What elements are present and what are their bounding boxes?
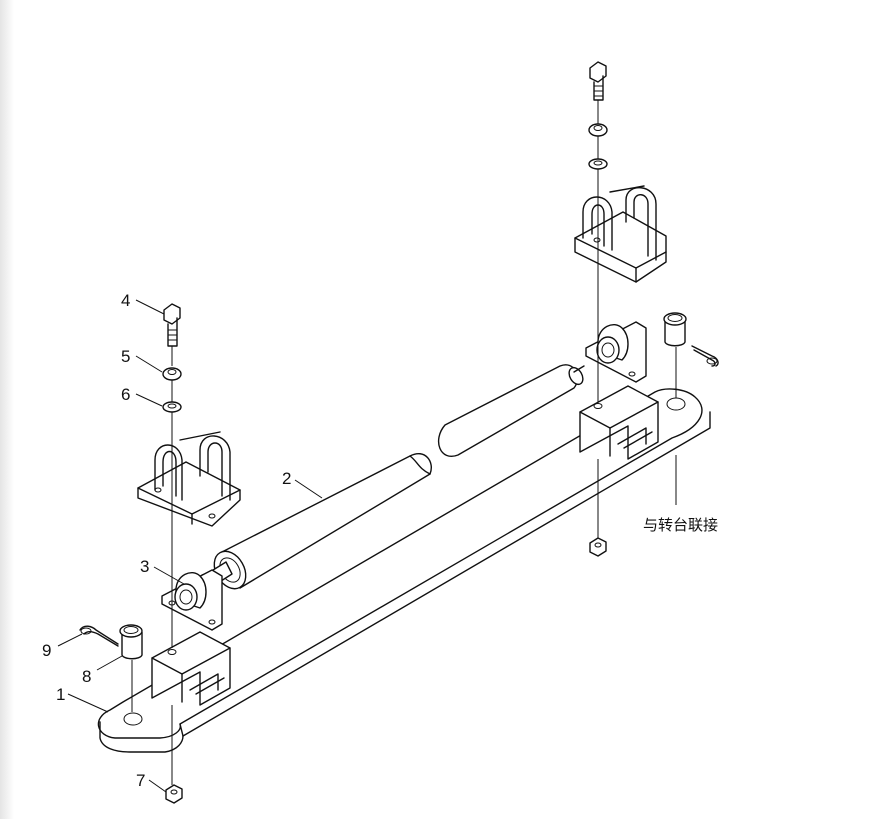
part-label-6: 6 bbox=[121, 385, 130, 404]
clamp-plate-right bbox=[574, 185, 667, 283]
channel-bracket-right bbox=[579, 385, 659, 460]
cotter-pin-left bbox=[79, 625, 119, 647]
part-label-5: 5 bbox=[121, 347, 130, 366]
part-label-8: 8 bbox=[82, 667, 91, 686]
part-label-9: 9 bbox=[42, 641, 51, 660]
pin-right bbox=[663, 312, 687, 347]
flat-washer-left bbox=[162, 401, 182, 413]
part-labels: 1 2 3 4 5 6 7 8 9 与转台联接 bbox=[42, 291, 718, 790]
roller-right-section bbox=[437, 364, 585, 458]
base-frame-bar bbox=[97, 388, 711, 753]
clamp-plate-left bbox=[137, 431, 241, 527]
part-label-4: 4 bbox=[121, 291, 130, 310]
bearing-block-left bbox=[161, 569, 223, 631]
flat-washer-right bbox=[588, 158, 608, 170]
leader-lines bbox=[57, 299, 677, 793]
bolt-right bbox=[589, 61, 607, 101]
bearing-block-right bbox=[585, 321, 647, 383]
nut-right bbox=[589, 537, 607, 557]
assembly-axis-lines bbox=[131, 100, 677, 785]
lock-washer-right bbox=[588, 123, 608, 137]
left-edge-shade bbox=[0, 0, 14, 819]
annotation-connect-to-turntable: 与转台联接 bbox=[643, 516, 718, 534]
channel-bracket-left bbox=[151, 631, 231, 706]
part-label-7: 7 bbox=[136, 771, 145, 790]
pin-left bbox=[119, 624, 143, 660]
cotter-pin-right bbox=[691, 345, 719, 367]
lock-washer-left bbox=[162, 367, 182, 381]
nut-left bbox=[165, 784, 183, 804]
bolt-left bbox=[163, 303, 181, 347]
part-label-3: 3 bbox=[140, 557, 149, 576]
part-label-2: 2 bbox=[282, 469, 291, 488]
part-label-1: 1 bbox=[56, 685, 65, 704]
